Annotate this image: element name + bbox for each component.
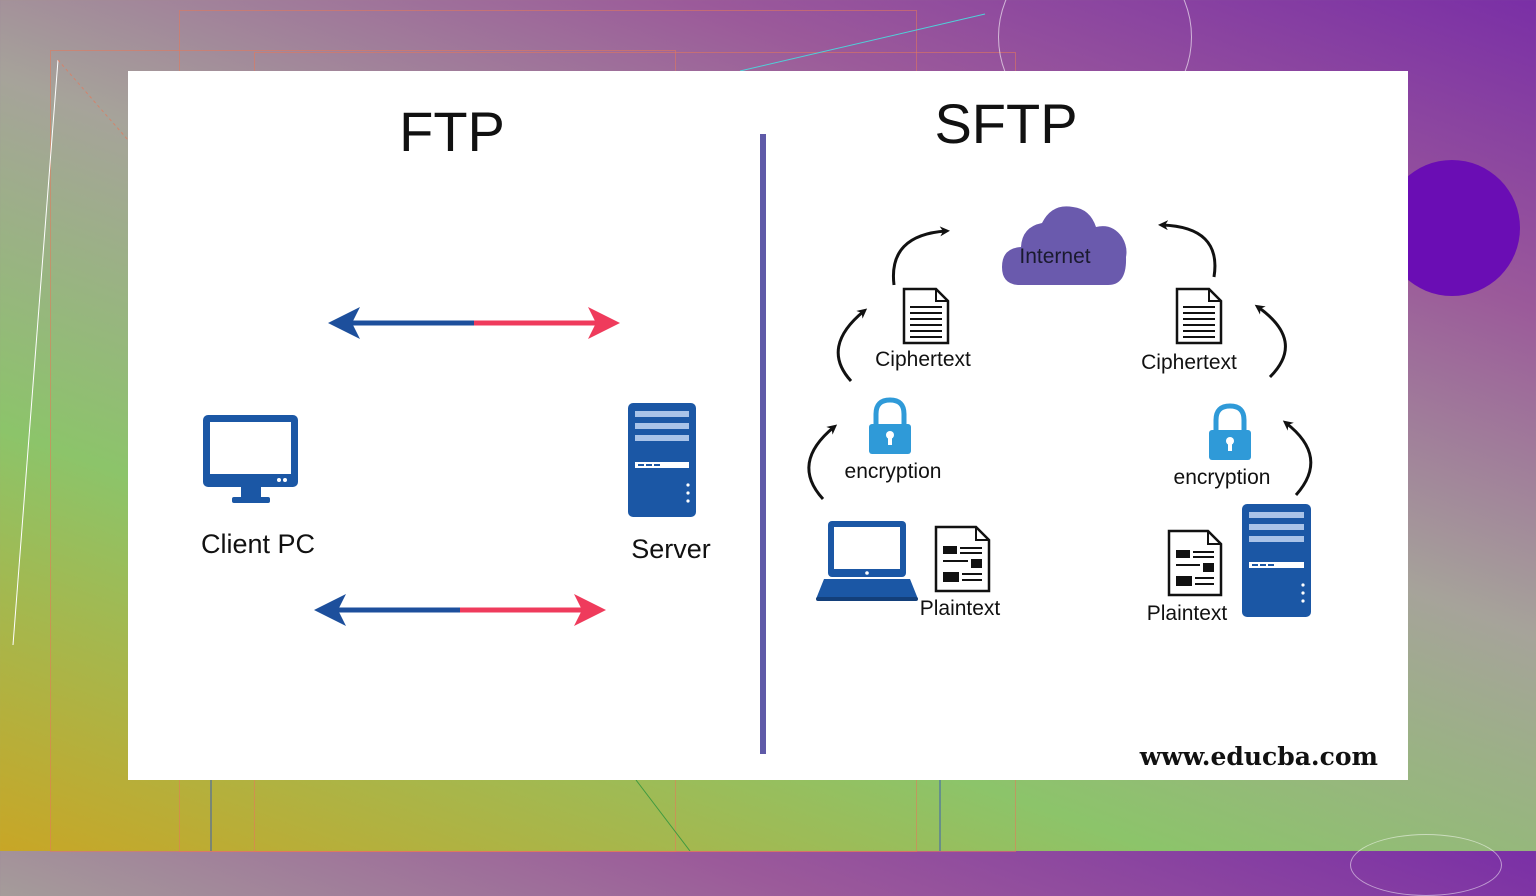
internet-label: Internet <box>1019 245 1090 268</box>
plaintext-document-icon <box>1167 529 1223 597</box>
lock-icon <box>869 397 911 454</box>
client-pc-label: Client PC <box>201 529 315 559</box>
left-encryption-label: encryption <box>845 460 942 483</box>
diagram-card: FTP Client PC <box>128 71 1408 780</box>
decor-ring <box>1350 834 1502 896</box>
sftp-title: SFTP <box>934 92 1077 155</box>
flow-arrow <box>1158 220 1217 278</box>
transfer-arrow-bottom <box>314 594 606 626</box>
laptop-icon <box>816 521 918 601</box>
right-ciphertext-label: Ciphertext <box>1141 351 1237 374</box>
internet-cloud-icon <box>1002 206 1127 285</box>
server-icon <box>628 403 696 517</box>
lock-icon <box>1209 403 1251 460</box>
left-plaintext-label: Plaintext <box>920 597 1001 620</box>
flow-arrow <box>1282 420 1313 496</box>
watermark: www.educba.com <box>1139 742 1378 771</box>
flow-arrow <box>836 308 868 383</box>
server-icon <box>1242 504 1311 617</box>
flow-arrow <box>807 424 838 501</box>
ciphertext-document-icon <box>1175 287 1223 345</box>
right-encryption-label: encryption <box>1174 466 1271 489</box>
client-pc-icon <box>203 415 298 503</box>
ciphertext-document-icon <box>902 287 950 345</box>
right-plaintext-label: Plaintext <box>1147 602 1228 625</box>
plaintext-document-icon <box>934 525 991 593</box>
transfer-arrow-top <box>328 307 620 339</box>
flow-arrow <box>891 226 950 286</box>
ftp-sftp-diagram: FTP Client PC <box>201 92 1378 771</box>
server-label: Server <box>631 534 711 564</box>
flow-arrow <box>1254 304 1287 379</box>
left-ciphertext-label: Ciphertext <box>875 348 971 371</box>
ftp-title: FTP <box>399 100 505 163</box>
